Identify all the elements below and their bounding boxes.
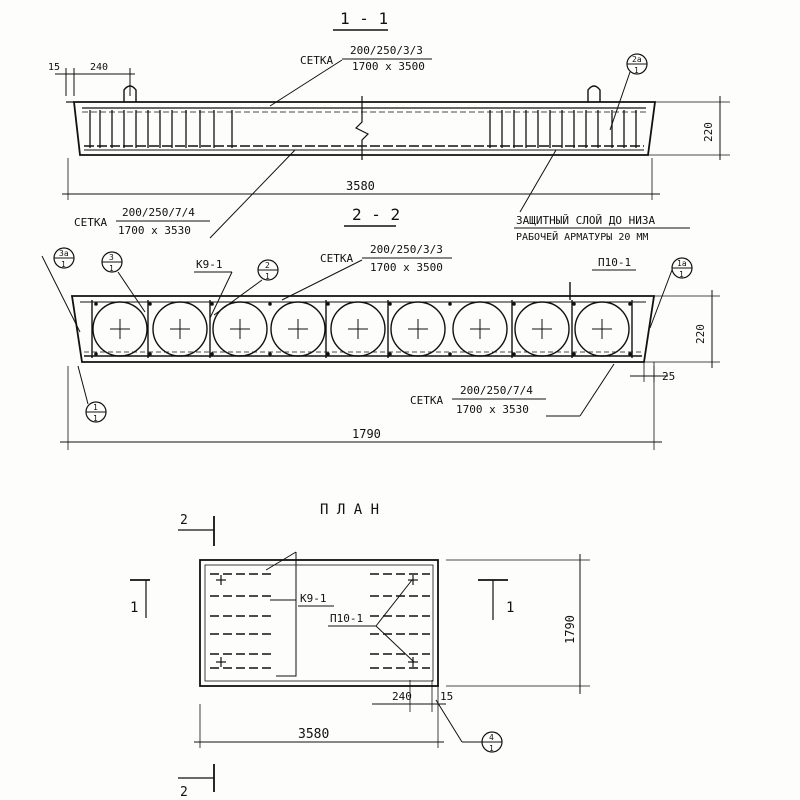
plan-dim-15-label: 15 — [440, 690, 453, 703]
leader-line — [41, 255, 81, 333]
section-1-1-title: 1 - 1 — [340, 9, 388, 28]
section-2-2: 2 - 2 3а 1 3 1 К9-1 2 1 СЕТКА 200/250/3/… — [41, 205, 720, 450]
callout-1-bottom: 1 — [93, 414, 98, 423]
mesh-top-denominator: 1700 x 3500 — [352, 60, 425, 73]
hollow-core — [152, 301, 208, 357]
dim-240-label: 240 — [90, 62, 108, 73]
mesh-bottom-prefix: СЕТКА — [410, 394, 443, 407]
mesh-bottom-numerator: 200/250/7/4 — [122, 206, 195, 219]
leader-line — [435, 699, 463, 743]
hollow-core — [514, 301, 570, 357]
callout-2a-bottom: 1 — [634, 66, 639, 75]
hollow-core — [574, 301, 630, 357]
mesh-top-prefix: СЕТКА — [320, 252, 353, 265]
mesh-bottom-numerator: 200/250/7/4 — [460, 384, 533, 397]
dim-220-label: 220 — [702, 122, 715, 142]
leader-line — [375, 579, 413, 627]
cut-2-top-label: 2 — [180, 513, 188, 528]
p10-bars-right — [370, 573, 430, 669]
cut-1-left-label: 1 — [130, 600, 138, 616]
k9-bars-left — [210, 573, 272, 669]
break-line — [354, 96, 370, 160]
plan-dim-1790-label: 1790 — [563, 615, 577, 644]
callout-4-bottom: 1 — [489, 744, 494, 753]
dim-15-label: 15 — [48, 62, 60, 73]
plan-outline — [199, 559, 439, 687]
leader-line — [579, 363, 615, 417]
callout-1-top: 1 — [93, 403, 98, 412]
section-2-2-title: 2 - 2 — [352, 205, 400, 224]
frame-bars-right — [489, 110, 637, 148]
mesh-top-numerator: 200/250/3/3 — [370, 243, 443, 256]
hollow-core — [270, 301, 326, 357]
callout-1a-top: 1а — [677, 259, 687, 268]
mesh-bottom-prefix: СЕТКА — [74, 216, 107, 229]
hollow-core — [330, 301, 386, 357]
dim-25-label: 25 — [662, 370, 675, 383]
cover-note-line1: ЗАЩИТНЫЙ СЛОЙ ДО НИЗА — [516, 214, 655, 227]
slab-outline-1-1 — [72, 101, 657, 156]
leader-line — [375, 625, 415, 663]
mesh-bottom-denominator: 1700 x 3530 — [118, 224, 191, 237]
plus-marks — [216, 575, 418, 667]
leader-line — [209, 271, 233, 319]
mesh-bottom-denominator: 1700 x 3530 — [456, 403, 529, 416]
leader-line — [209, 149, 296, 239]
plan-label-k9-1: К9-1 — [300, 592, 327, 605]
plan-label-p10-1: П10-1 — [330, 612, 363, 625]
lifting-loop-right — [587, 85, 601, 102]
rebar-dots — [94, 302, 632, 356]
leader-line — [281, 259, 363, 301]
k9-bracket — [276, 552, 297, 677]
callout-3-top: 3 — [109, 253, 114, 262]
mesh-top-prefix: СЕТКА — [300, 54, 333, 67]
leader-line — [117, 271, 146, 313]
leader-line — [77, 365, 89, 405]
label-k9-1: К9-1 — [196, 258, 223, 271]
leader-line — [265, 551, 297, 571]
dim-220-label: 220 — [694, 324, 707, 344]
hollow-core — [390, 301, 446, 357]
callout-3a-top: 3а — [59, 249, 69, 258]
cut-1-right-label: 1 — [506, 600, 514, 616]
leader-line — [649, 269, 673, 329]
lifting-loop-left — [123, 85, 137, 102]
cut-2-bottom-label: 2 — [180, 785, 188, 800]
callout-1a-bottom: 1 — [679, 270, 684, 279]
callout-3-bottom: 1 — [109, 264, 114, 273]
mesh-top-denominator: 1700 x 3500 — [370, 261, 443, 274]
plan-inner-outline — [204, 564, 434, 682]
callout-2a-top: 2а — [632, 55, 642, 64]
plan-view: П Л А Н 2 1 1 — [130, 502, 590, 800]
hollow-core — [92, 301, 148, 357]
callout-2-top: 2 — [265, 261, 270, 270]
frame-bars-left — [89, 110, 233, 148]
frame-verticals — [91, 300, 633, 358]
hollow-core — [212, 301, 268, 357]
callout-2-bottom: 1 — [265, 272, 270, 281]
plan-title: П Л А Н — [320, 502, 379, 518]
plan-dim-3580-label: 3580 — [298, 727, 329, 742]
section-1-1: 1 - 1 СЕТКА 200/250/3/3 1700 x 3500 15 2… — [48, 9, 730, 243]
leader-line — [609, 71, 631, 131]
cover-note-line2: РАБОЧЕЙ АРМАТУРЫ 20 ММ — [516, 230, 648, 243]
dim-1790-label: 1790 — [352, 427, 381, 441]
hollow-cores — [92, 301, 630, 357]
leader-line — [269, 59, 343, 107]
dim-3580-label: 3580 — [346, 179, 375, 193]
mesh-top-numerator: 200/250/3/3 — [350, 44, 423, 57]
hollow-core — [452, 301, 508, 357]
label-p10-1: П10-1 — [598, 256, 631, 269]
callout-4-top: 4 — [489, 733, 494, 742]
callout-3a-bottom: 1 — [61, 260, 66, 269]
plan-dim-240-label: 240 — [392, 690, 412, 703]
leader-line — [519, 149, 557, 213]
